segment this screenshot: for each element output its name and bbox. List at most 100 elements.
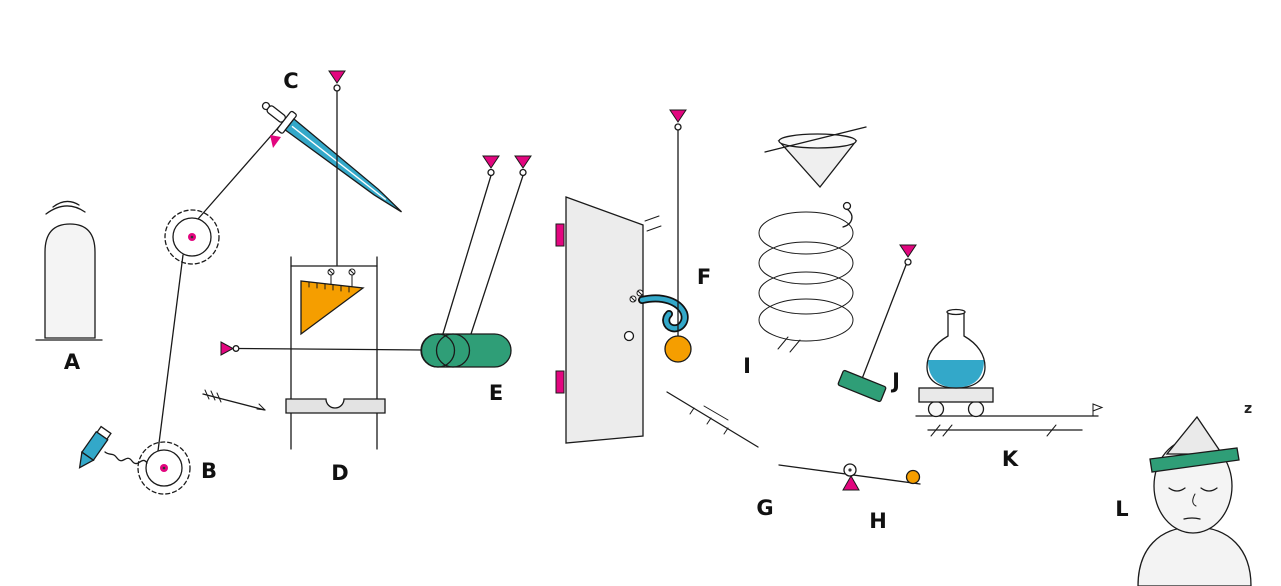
label-j: J <box>890 369 900 393</box>
lever-pulley-dot <box>848 468 852 472</box>
pin-icon <box>669 109 687 123</box>
label-g: G <box>756 496 773 520</box>
label-k: K <box>1002 447 1019 471</box>
rope-to-sword <box>197 120 285 220</box>
arrow-shaft <box>202 393 266 411</box>
arch-outline <box>44 223 96 339</box>
flask-lip <box>946 308 966 316</box>
fulcrum-icon <box>842 474 860 491</box>
arrow-fletch <box>216 392 222 403</box>
crayon <box>78 425 112 469</box>
ramp-line <box>666 391 759 448</box>
hatch-tick <box>942 424 953 437</box>
spring-coil <box>758 211 854 255</box>
label-i: I <box>743 354 751 378</box>
spring-coil <box>758 271 854 315</box>
pin-icon <box>514 155 532 169</box>
funnel-rim <box>778 133 857 149</box>
roller-ring <box>435 333 471 368</box>
label-h: H <box>869 509 887 533</box>
arrow-fletch <box>210 390 216 401</box>
label-f: F <box>697 265 711 289</box>
ceiling-pin-d <box>328 70 346 266</box>
flask-liquid <box>928 360 984 388</box>
notched-base <box>285 398 386 414</box>
wall-pin <box>220 341 425 356</box>
ruler-ticks <box>308 281 350 293</box>
funnel-stick <box>764 126 867 153</box>
roller-ring <box>420 333 456 368</box>
sleeping-person: z <box>1137 401 1252 586</box>
hatch-tick <box>689 407 695 415</box>
spring-coil <box>758 298 854 342</box>
spring-end-curve <box>842 208 853 228</box>
hinge-icon <box>555 370 565 394</box>
sleep-z: z <box>1244 401 1252 417</box>
hanging-roller <box>420 155 532 368</box>
flask-outline <box>926 311 986 389</box>
horizontal-rope <box>238 347 425 351</box>
funnel-and-spring <box>758 126 867 353</box>
cart-wheel <box>927 400 945 418</box>
mallet-handle <box>859 264 907 385</box>
screw-slot <box>328 269 334 275</box>
pin-ring <box>487 168 495 177</box>
label-d: D <box>331 461 348 485</box>
pin-ring <box>904 258 912 266</box>
label-l: L <box>1115 497 1128 521</box>
cart-with-flask <box>915 308 1104 437</box>
pulley-axle-dot <box>162 466 166 470</box>
hanging-mallet <box>837 244 917 403</box>
pin-icon <box>899 244 917 258</box>
hat <box>1165 415 1224 455</box>
screw-slot <box>630 296 636 302</box>
closed-eye <box>1168 487 1186 492</box>
wobble-arc-icon <box>52 200 80 208</box>
hatch-tick <box>723 427 729 435</box>
cart-platform <box>918 387 994 403</box>
headband <box>1149 447 1240 473</box>
mallet-head <box>837 369 887 403</box>
sword <box>261 101 402 213</box>
screw-slot <box>637 290 643 296</box>
wobble-arc-icon <box>45 205 86 215</box>
pulley-axle-dot <box>190 235 194 239</box>
door-assembly <box>555 109 692 444</box>
closed-eye <box>1200 487 1218 492</box>
set-square-triangle <box>300 280 365 336</box>
hatch-tick <box>1046 424 1057 437</box>
spring-coil <box>758 241 854 285</box>
label-a: A <box>64 350 81 374</box>
label-c: C <box>283 69 298 93</box>
rope-between-pulleys <box>157 254 184 452</box>
arrow <box>202 389 266 411</box>
pin-ring <box>232 345 240 352</box>
arrow-head <box>256 408 266 411</box>
hook-icon <box>639 296 687 331</box>
label-e: E <box>489 381 503 405</box>
pulley-dashed-ring <box>137 441 191 495</box>
mouth <box>1183 517 1201 520</box>
frame-with-set-square <box>202 256 425 450</box>
arrow-head <box>258 403 266 411</box>
roller-cylinder <box>420 333 512 368</box>
squiggle-cord <box>104 451 148 465</box>
hinge-icon <box>555 223 565 247</box>
track-end-flag-icon <box>1092 403 1104 412</box>
arched-window <box>35 200 103 341</box>
blade-fuller <box>291 125 387 201</box>
hatch-tick <box>777 336 789 350</box>
screw-slot <box>349 269 355 275</box>
cart-wheel <box>967 400 985 418</box>
door-panel <box>565 196 644 444</box>
pin-icon <box>270 135 281 148</box>
roller-string <box>469 174 524 338</box>
door-frame-edge <box>644 215 660 222</box>
pulley-system <box>78 120 285 495</box>
pin-icon <box>328 70 346 84</box>
pin-ring <box>519 168 527 177</box>
lever-ball <box>905 469 921 485</box>
label-b: B <box>201 459 217 483</box>
